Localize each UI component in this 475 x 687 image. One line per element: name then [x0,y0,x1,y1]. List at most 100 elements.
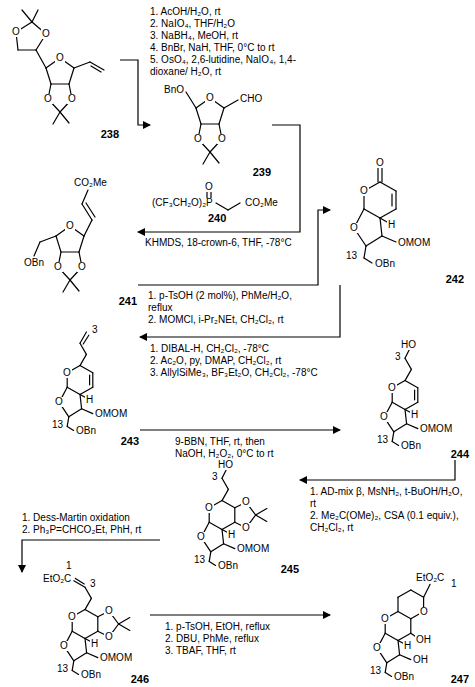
atom-label: 13 [193,555,206,565]
bond-line [224,544,235,549]
bond-line [74,62,90,68]
atom-label: O [59,641,69,651]
atom-label: 13 [369,666,382,676]
condition-step: 2. Ph₃P=CHCO₂Et, PhH, rt [22,524,158,536]
bond-line [80,366,93,373]
condition-step: 1. p-TsOH, EtOH, reflux [165,621,325,633]
bond-line [72,661,74,671]
bond-line [201,123,219,124]
atom-label: O [196,532,206,542]
bond-line [80,354,86,365]
bond-line [82,409,93,414]
atom-label: CO₂Me [73,178,108,188]
bond-line [222,522,235,529]
atom-label: H [227,530,236,540]
bond-line [219,108,224,124]
atom-label: EtO₂C [415,573,445,583]
atom-label: HO [400,340,417,350]
compound-number: 246 [131,673,149,685]
bond-line [40,236,56,242]
bond-line [395,191,396,209]
atom-label: EtO₂C [42,574,72,584]
bond-line [67,417,69,427]
condition-step: 2. Ac₂O, py, DMAP, CH₂Cl₂, rt [150,355,325,367]
atom-label: O [67,612,77,622]
bond-line [364,258,372,263]
bond-line [380,182,396,191]
bond-line [234,508,235,522]
atom-label: O [65,221,75,231]
atom-label: 13 [56,664,69,674]
bond-line [385,633,398,640]
bond-line [56,236,61,252]
atom-label: O [380,614,390,624]
atom-label: O [77,262,87,272]
bond-line [63,280,70,292]
atom-label: CHO [239,94,263,104]
atom-label: O [375,158,385,168]
bond-line [69,68,74,84]
bond-line [92,373,93,387]
bond-line [382,236,396,242]
reaction-arrow [150,614,330,615]
bond-line [72,631,85,638]
atom-label: O [62,368,72,378]
bond-line [51,83,69,84]
atom-label: HO [217,460,234,470]
bond-line [385,672,391,676]
bond-line [411,590,424,597]
atom-label: 13 [376,435,389,445]
bond-line [380,218,387,222]
bond-line [209,552,211,562]
bond-line [209,522,222,529]
bond-line [405,409,407,423]
atom-label: O [349,223,359,233]
reaction-conditions: 1. p-TsOH, EtOH, reflux2. DBU, PhMe, ref… [165,621,325,657]
reaction-arrow [140,285,340,337]
bond-line [224,100,238,108]
atom-label: OBn [75,426,97,436]
bond-line [222,478,228,489]
bond-line [80,343,86,354]
bond-line [22,10,32,22]
atom-label: 1 [65,561,73,571]
compound-number: 244 [451,448,469,460]
atom-label: 3 [91,325,99,335]
compound-number: 240 [208,212,226,224]
bond-line [392,432,394,442]
atom-label: O [54,397,64,407]
compound-number: 243 [121,435,139,447]
bond-line [387,655,400,663]
bond-line [400,655,411,660]
condition-step: 3. AllylSiMe₃, BF₃Et₂O, CH₂Cl₂, -78°C [150,367,325,379]
bond-line [405,381,418,388]
atom-label: OBn [393,672,415,682]
atom-label: H [387,220,396,230]
atom-label: OMOM [397,238,431,248]
bond-line [61,251,79,252]
compound-node: 238 [8,6,120,140]
condition-step: 1. DIBAL-H, CH₂Cl₂, -78°C [150,343,325,355]
atom-label: H [403,641,412,651]
bond-line [67,387,80,394]
bond-line [119,624,130,630]
atom-label: O [419,607,429,617]
bond-line [82,190,88,204]
bond-line [72,670,78,674]
bond-line [222,529,224,543]
bond-line [69,409,82,417]
bond-line [74,653,87,661]
condition-step: KHMDS, 18-crown-6, THF, -78°C [145,237,300,249]
atom-label: H [410,410,419,420]
atom-label: O [53,262,63,272]
atom-label: H [90,639,99,649]
bond-line [410,619,411,633]
atom-label: OBn [400,441,422,451]
atom-label: O [104,632,114,642]
condition-step: 3. NaBH₄, MeOH, rt [150,30,320,42]
bond-line [70,280,79,291]
bond-line [417,388,418,402]
compound-number: 245 [281,563,299,575]
condition-step: 2. NaIO₄, THF/H₂O [150,18,320,30]
